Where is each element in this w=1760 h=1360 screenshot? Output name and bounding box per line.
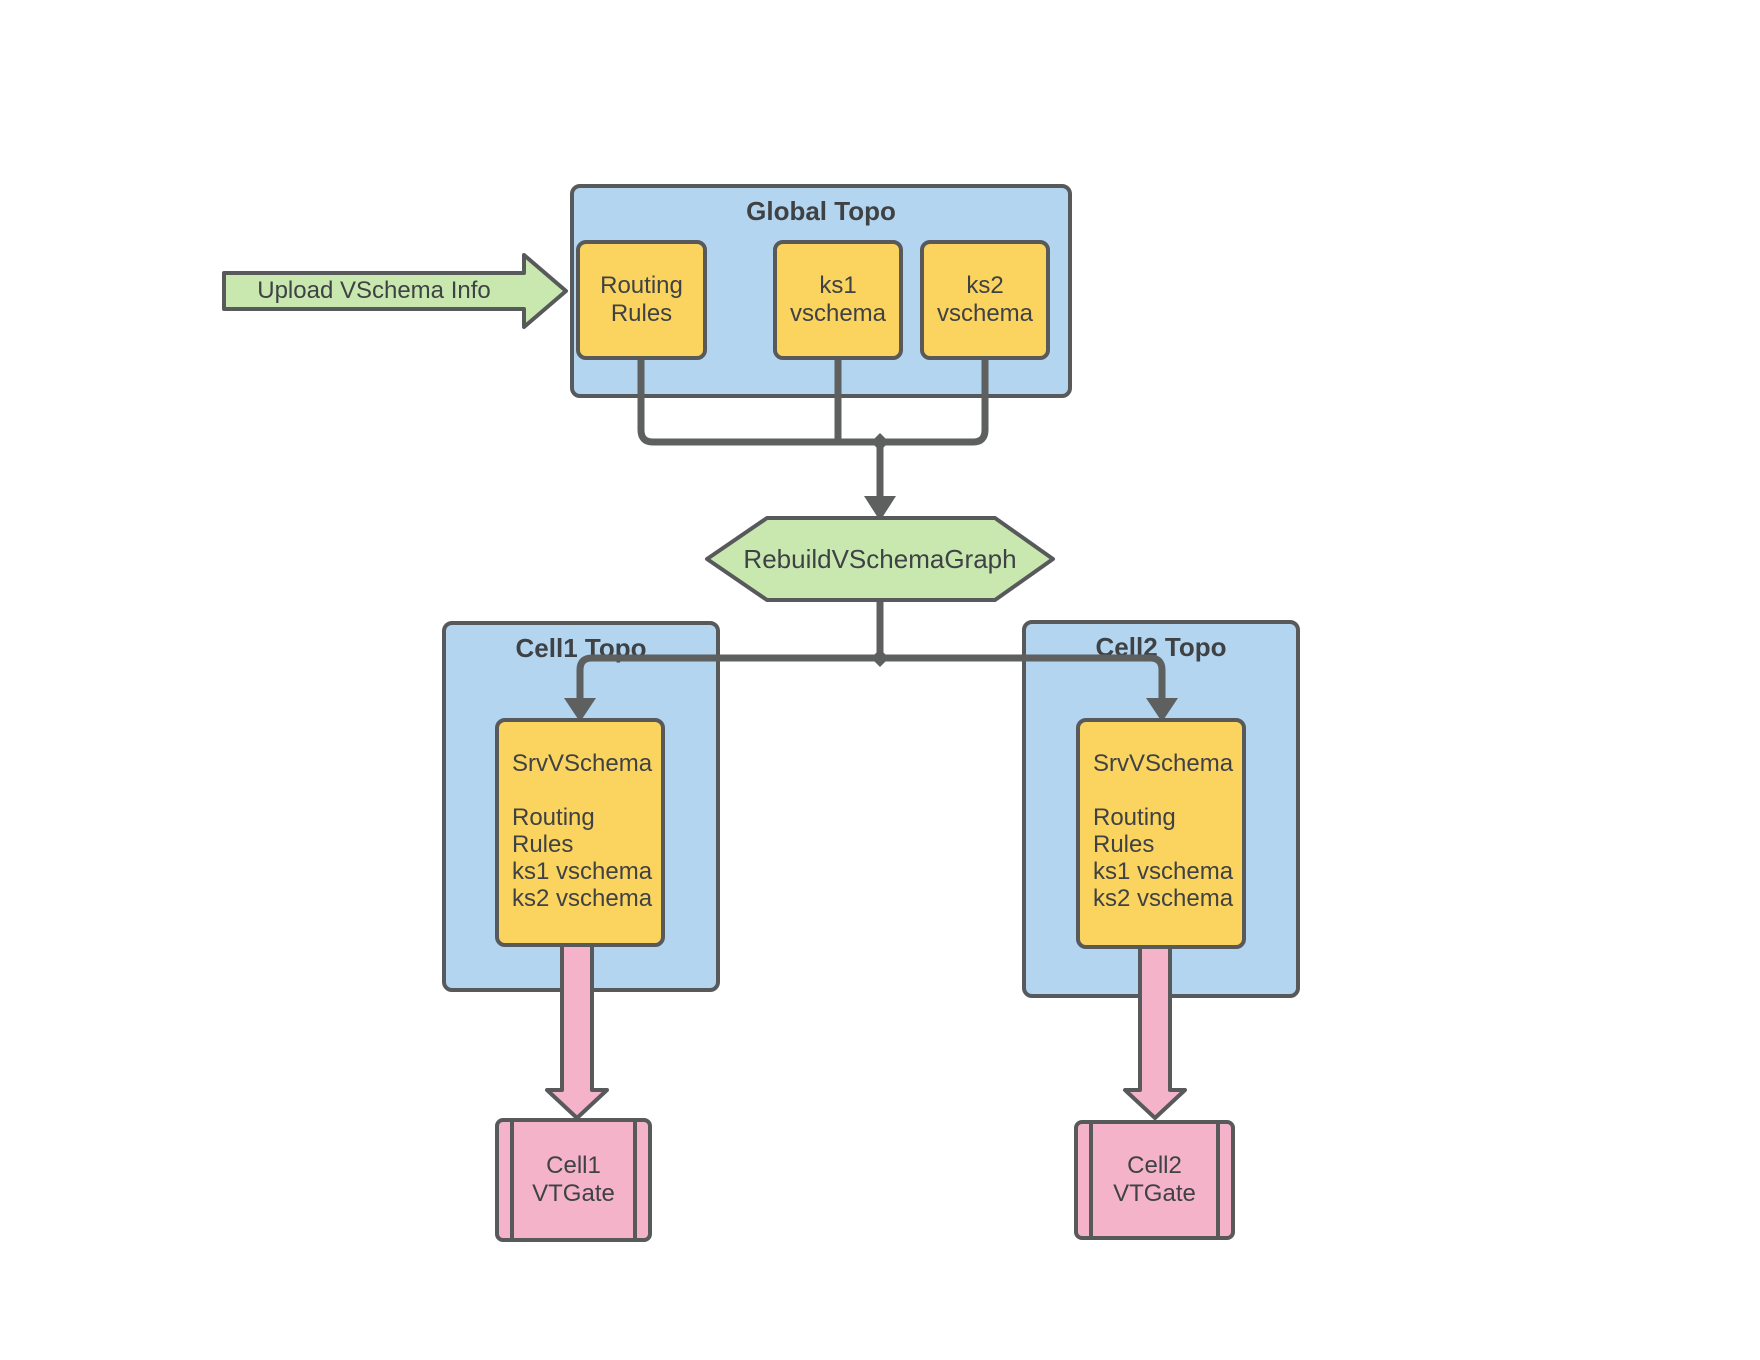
node-ks2-vschema: ks2 vschema xyxy=(920,240,1050,360)
vtgate1-right-bar xyxy=(633,1122,637,1238)
merge-junction-diamond-bottom xyxy=(871,649,889,667)
merge-junction-diamond-top xyxy=(871,433,889,451)
vtgate2-label: Cell2 VTGate xyxy=(1113,1152,1196,1207)
cell1-topo-title: Cell1 Topo xyxy=(515,633,647,663)
rebuild-hexagon-label: RebuildVSchemaGraph xyxy=(743,543,1017,574)
vtgate1-left-bar xyxy=(510,1122,514,1238)
node-cell2-srvvschema: SrvVSchema Routing Rules ks1 vschema ks2… xyxy=(1076,718,1246,949)
cell2-topo-title: Cell2 Topo xyxy=(1095,632,1227,662)
global-topo-title: Global Topo xyxy=(746,196,896,226)
node-cell2-vtgate: Cell2 VTGate xyxy=(1074,1120,1235,1240)
vtgate2-right-bar xyxy=(1216,1124,1220,1236)
upload-arrow-label: Upload VSchema Info xyxy=(257,277,491,304)
node-cell1-srvvschema: SrvVSchema Routing Rules ks1 vschema ks2… xyxy=(495,718,665,947)
node-cell1-vtgate: Cell1 VTGate xyxy=(495,1118,652,1242)
vtgate1-label: Cell1 VTGate xyxy=(532,1152,615,1207)
node-routing-rules: Routing Rules xyxy=(576,240,707,360)
vtgate2-left-bar xyxy=(1089,1124,1093,1236)
node-ks1-vschema: ks1 vschema xyxy=(773,240,903,360)
